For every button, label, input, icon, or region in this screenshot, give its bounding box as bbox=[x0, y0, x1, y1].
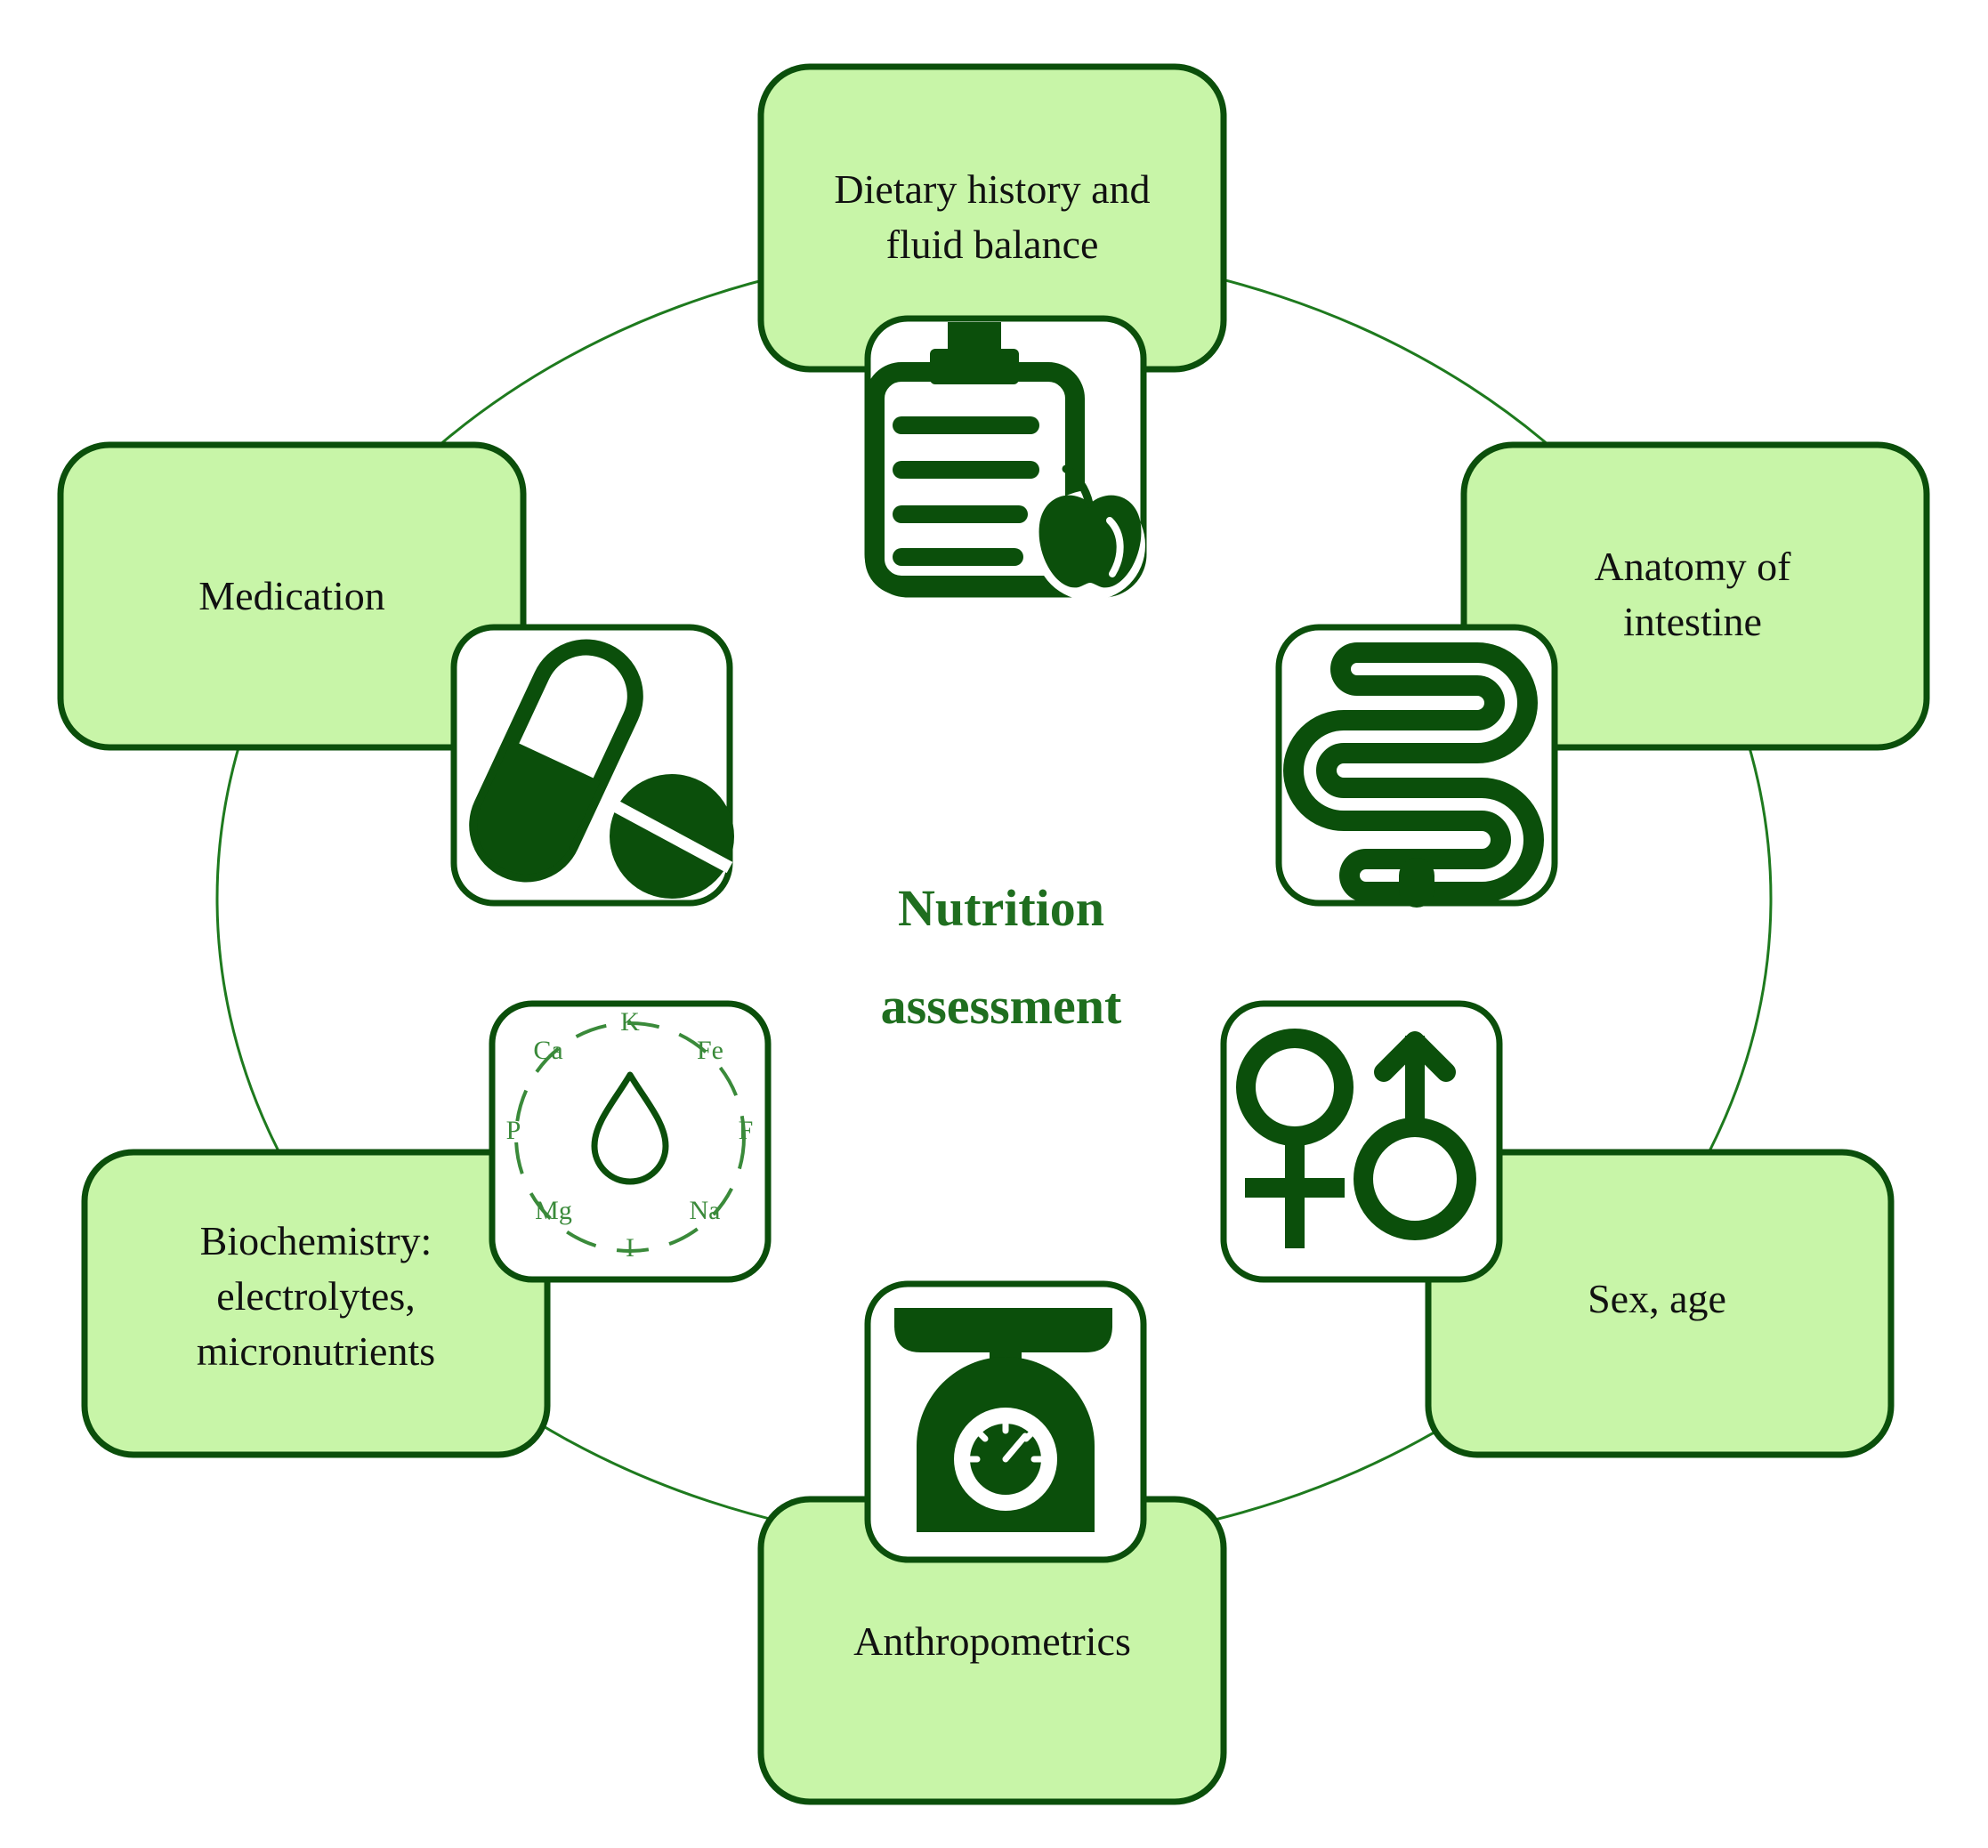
electrolytes-drop-icon bbox=[514, 1021, 746, 1253]
electrolyte-label: I bbox=[626, 1233, 634, 1263]
sex-age-box bbox=[1425, 1149, 1895, 1458]
electrolyte-label: P bbox=[506, 1116, 521, 1145]
dietary-label-line1: Dietary history and bbox=[834, 166, 1150, 212]
biochemistry-label-line1: Biochemistry: bbox=[200, 1218, 432, 1263]
anatomy-box bbox=[1460, 441, 1930, 751]
sex-age-label: Sex, age bbox=[1588, 1276, 1726, 1321]
anatomy-label-line1: Anatomy of bbox=[1594, 544, 1791, 589]
dietary-label-line2: fluid balance bbox=[886, 222, 1099, 267]
biochemistry-box bbox=[81, 1149, 551, 1458]
electrolyte-label: Na bbox=[690, 1196, 721, 1225]
gender-symbols-icon bbox=[1236, 1029, 1476, 1248]
anthropometrics-label: Anthropometrics bbox=[853, 1618, 1131, 1664]
electrolyte-label: Mg bbox=[535, 1196, 572, 1225]
electrolyte-label: K bbox=[620, 1007, 640, 1037]
medication-box bbox=[57, 441, 527, 751]
intestine-icon bbox=[1283, 642, 1544, 908]
anatomy-label-line2: intestine bbox=[1623, 599, 1762, 644]
biochemistry-label-line2: electrolytes, bbox=[216, 1273, 416, 1319]
clipboard-apple-icon bbox=[865, 322, 1145, 601]
electrolyte-label: Fe bbox=[697, 1036, 723, 1065]
biochemistry-label-line3: micronutrients bbox=[197, 1328, 435, 1374]
electrolyte-label: Ca bbox=[533, 1036, 562, 1065]
weighing-scale-icon bbox=[894, 1308, 1112, 1532]
pills-icon bbox=[469, 639, 734, 899]
center-title-line1: Nutrition bbox=[898, 879, 1104, 937]
electrolyte-label: F bbox=[739, 1116, 754, 1145]
center-title-line2: assessment bbox=[881, 977, 1122, 1035]
medication-label: Medication bbox=[198, 573, 385, 618]
